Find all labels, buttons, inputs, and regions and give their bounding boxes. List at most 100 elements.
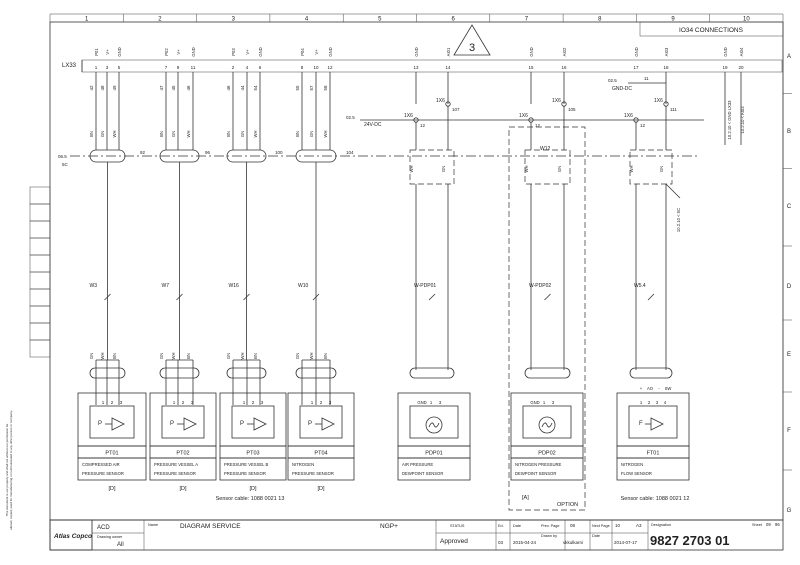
cable-sheath — [226, 367, 267, 379]
terminal-signal: GND — [634, 47, 639, 56]
sensor-desc-box — [219, 457, 287, 481]
sensor-pin: 1 — [430, 400, 433, 405]
revision-box — [29, 220, 51, 239]
row-letter: E — [787, 352, 791, 358]
cable-mark — [544, 293, 551, 301]
sensor-desc: COMPRESSED AIR — [82, 462, 120, 467]
terminal-pin: 7 — [165, 65, 168, 70]
connector-pin-number: 107 — [452, 107, 460, 112]
sensor-symbol: P — [308, 421, 312, 427]
bus-ref: 06.5 — [58, 154, 67, 159]
sensor-inner — [231, 405, 275, 439]
column-number: 8 — [598, 17, 602, 23]
terminal-signal: GND — [414, 47, 419, 56]
terminal-signal: GND — [258, 47, 263, 56]
terminal-pin: 2 — [232, 65, 235, 70]
sensor-pin: GND — [417, 400, 426, 405]
cable-label: W-PDP01 — [414, 283, 436, 289]
bus-label: 104 — [346, 150, 354, 155]
terminal-pin: 12 — [327, 65, 333, 70]
terminal-strip: LX33P011V+3GND5P027V+9GND11P032V+4GND6P0… — [62, 47, 783, 73]
cable-sheath — [409, 367, 455, 379]
connector-name: 1X6 — [552, 98, 561, 104]
company-logo: Atlas Copco — [53, 533, 92, 540]
terminal-pin: 9 — [177, 65, 180, 70]
terminal-pin: 6 — [259, 65, 262, 70]
terminal-pin: 14 — [445, 65, 451, 70]
sensor-desc: NITROGEN — [621, 462, 643, 467]
wire-color: BN — [159, 131, 164, 137]
sensor-id: PT03 — [246, 451, 259, 457]
sensor-pin: 4 — [664, 400, 667, 405]
terminal-strip-box — [81, 59, 783, 73]
sensor-pin: 2 — [252, 400, 255, 405]
sensor-id: PT02 — [176, 451, 189, 457]
cable-sheath — [524, 367, 571, 379]
cable-sheath — [89, 367, 126, 379]
sensor-desc: DEWPOINT SENSOR — [402, 471, 443, 476]
gnd-ref: 02.5 — [608, 78, 617, 83]
wire-number: 55 — [295, 85, 300, 91]
wire-color: WH — [186, 131, 191, 138]
terminal-pin: 20 — [738, 65, 744, 70]
amplifier-icon — [253, 417, 267, 431]
division: ACD — [97, 525, 110, 531]
connector-pin-number: 12 — [420, 123, 426, 128]
terminal-signal: AI02 — [562, 47, 567, 56]
gnd-label: GND-DC — [612, 86, 632, 92]
cable-mark — [312, 293, 320, 301]
sensor-desc-box — [397, 457, 471, 481]
row-letter: B — [787, 129, 791, 135]
amplifier-icon — [183, 417, 197, 431]
sensor-desc: FLOW SENSOR — [621, 471, 652, 476]
wire-number: 49 — [112, 85, 117, 91]
cable-label: W16 — [229, 283, 240, 289]
revision-box — [29, 271, 51, 290]
sensor-pin: 2 — [111, 400, 114, 405]
column-number: 10 — [743, 17, 750, 23]
sensor-inner — [89, 405, 135, 439]
wire-color: BN — [226, 131, 231, 137]
cable-block — [629, 149, 673, 185]
terminal-signal: P02 — [164, 48, 169, 56]
cross-ref: 10.2.10 < GND LX33 — [727, 100, 732, 140]
status-label: STATUS — [450, 524, 465, 528]
side-note: This document is our property and shall … — [5, 423, 9, 516]
cable-mark — [176, 293, 183, 301]
terminal-pin: 1 — [95, 65, 98, 70]
column-number: 9 — [671, 17, 675, 23]
terminal-strip-name: LX33 — [62, 63, 77, 69]
option-tag: [A] — [522, 495, 529, 501]
terminal-signal: P04 — [300, 48, 305, 56]
date2-label: Date — [592, 534, 600, 538]
terminal-pin: 10 — [313, 65, 319, 70]
column-number: 6 — [451, 17, 455, 23]
wire-number: 42 — [89, 85, 94, 91]
bus-label: 96 — [205, 150, 211, 155]
terminal-signal: V+ — [176, 49, 181, 55]
sensor-pin: 3 — [191, 400, 194, 405]
sensor-pin-function: - — [658, 386, 660, 391]
sensor-pin: 1 — [640, 400, 643, 405]
cable-label: W-PDP02 — [529, 283, 551, 289]
connector-name: 1X6 — [404, 113, 413, 119]
sensor-desc-box — [287, 457, 355, 481]
wire-color: WH — [409, 166, 414, 173]
terminal-signal: V+ — [314, 49, 319, 55]
cable-mark — [243, 293, 250, 301]
wire-number: 44 — [240, 85, 245, 91]
status: Approved — [440, 538, 468, 545]
header-title-box — [639, 21, 784, 37]
revision-box — [29, 186, 51, 205]
bus-ref-label: 5C — [62, 162, 69, 167]
option-label: OPTION — [557, 502, 578, 508]
sensor-desc: NITROGEN — [292, 462, 314, 467]
wire-color: WH — [100, 353, 105, 360]
wire-color: WH — [309, 353, 314, 360]
product: NGP+ — [380, 523, 398, 530]
